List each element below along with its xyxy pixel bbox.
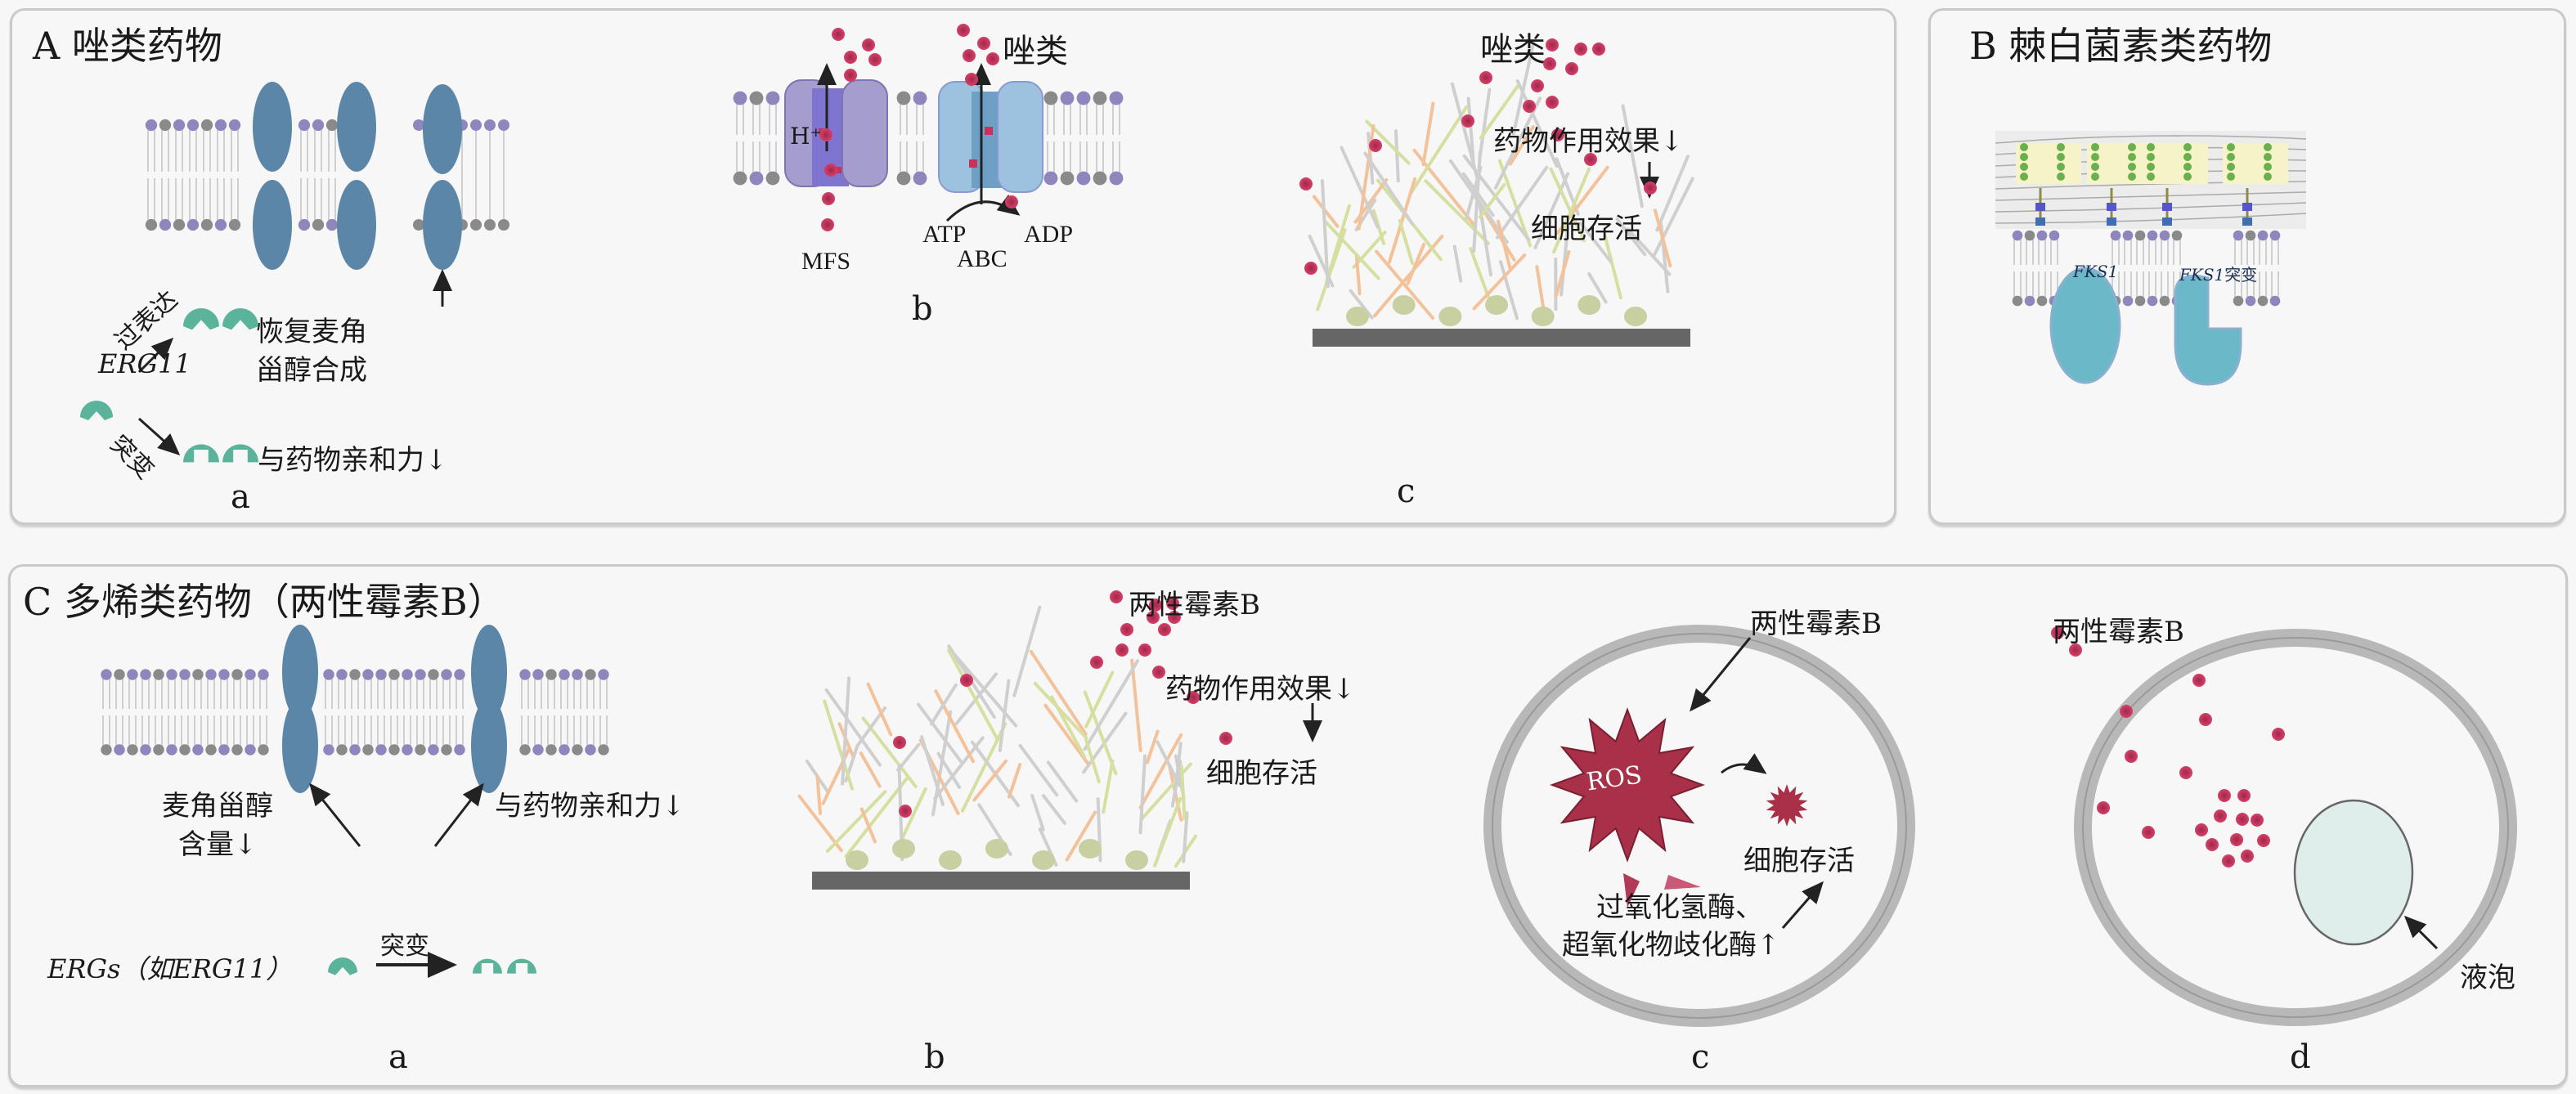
fks1-mutant-label: FKS1突变 bbox=[2179, 262, 2257, 285]
amphotericin-label-d: 两性霉素B bbox=[2053, 616, 2184, 648]
sublabel-A-c: c bbox=[1397, 473, 1416, 510]
adp-label: ADP bbox=[1024, 221, 1074, 248]
cell-survival-C-b: 细胞存活 bbox=[1206, 757, 1317, 790]
cell-survival-A: 细胞存活 bbox=[1531, 213, 1642, 245]
sublabel-C-b: b bbox=[924, 1038, 945, 1076]
panel-a-title: A 唑类药物 bbox=[33, 24, 222, 68]
panel-c-title: C 多烯类药物（两性霉素B） bbox=[23, 580, 505, 624]
sublabel-A-b: b bbox=[912, 290, 933, 328]
restore-ergosterol-line1: 恢复麦角 bbox=[256, 316, 367, 348]
drug-effect-decrease-C: 药物作用效果↓ bbox=[1165, 673, 1356, 706]
amphotericin-label-c: 两性霉素B bbox=[1750, 608, 1882, 640]
cell-survival-C-c: 细胞存活 bbox=[1744, 845, 1855, 877]
ergosterol-content-line1: 麦角甾醇 bbox=[162, 790, 273, 823]
panel-b-title: B 棘白菌素类药物 bbox=[1969, 24, 2273, 68]
catalase-label: 过氧化氢酶、 bbox=[1596, 891, 1763, 924]
fks1-label: FKS1 bbox=[2073, 262, 2119, 281]
affinity-decrease-label-C: 与药物亲和力↓ bbox=[495, 790, 685, 823]
sublabel-C-c: c bbox=[1691, 1038, 1710, 1076]
fks1-mutant-suffix: 突变 bbox=[2224, 265, 2258, 285]
drug-effect-decrease-A: 药物作用效果↓ bbox=[1493, 125, 1684, 158]
vacuole-label: 液泡 bbox=[2460, 962, 2515, 994]
panel-echinocandins bbox=[1928, 8, 2566, 525]
mutation-label-C: 突变 bbox=[380, 932, 429, 961]
sublabel-C-a: a bbox=[388, 1038, 408, 1076]
affinity-decrease-label-A: 与药物亲和力↓ bbox=[258, 444, 448, 477]
sublabel-A-a: a bbox=[231, 478, 250, 516]
azole-label-c: 唑类 bbox=[1480, 31, 1546, 69]
abc-label: ABC bbox=[957, 245, 1008, 272]
proton-label: H⁺ bbox=[790, 123, 823, 150]
atp-label: ATP bbox=[922, 221, 967, 248]
mfs-label: MFS bbox=[801, 248, 851, 275]
superoxide-dismutase-label: 超氧化物歧化酶↑ bbox=[1562, 929, 1780, 962]
sublabel-C-d: d bbox=[2290, 1038, 2311, 1076]
fks1-mutant-gene: FKS1 bbox=[2179, 265, 2225, 285]
azole-label-b: 唑类 bbox=[1003, 33, 1068, 70]
ergs-genes-label: ERGs（如ERG11） bbox=[47, 953, 293, 984]
gene-erg11-label: ERG11 bbox=[98, 348, 191, 379]
restore-ergosterol-line2: 甾醇合成 bbox=[256, 354, 367, 387]
amphotericin-label-b: 两性霉素B bbox=[1129, 589, 1260, 621]
ergosterol-content-line2: 含量↓ bbox=[178, 828, 258, 861]
